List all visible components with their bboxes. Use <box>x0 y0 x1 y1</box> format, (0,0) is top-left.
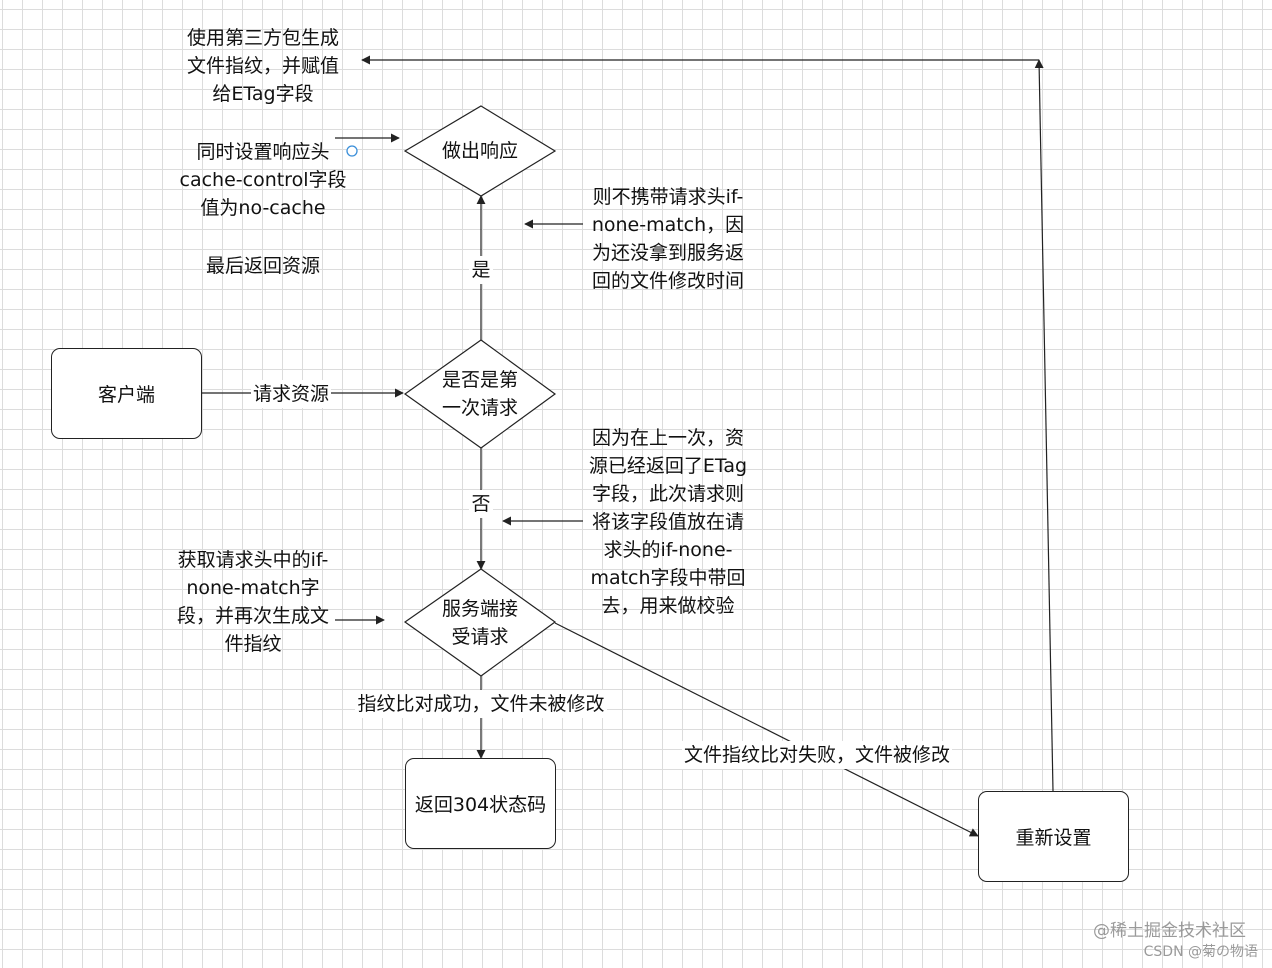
note-no-if-none-match: 则不携带请求头if- none-match，因 为还没拿到服务返 回的文件修改时… <box>591 186 745 292</box>
note-return-resource: 最后返回资源 <box>205 255 320 277</box>
decision-server-receive-label: 服务端接 受请求 <box>441 598 518 648</box>
edge-reset-up[interactable] <box>1034 59 1054 792</box>
note-server-fingerprint: 获取请求头中的if- none-match字 段，并再次生成文 件指纹 <box>176 549 329 655</box>
client-node[interactable]: 客户端 <box>51 348 202 439</box>
edge-label-no: 否 <box>461 490 501 518</box>
watermark-csdn: CSDN @菊の物语 <box>1143 944 1258 960</box>
edge-label-match-success: 指纹比对成功，文件未被修改 <box>336 690 626 718</box>
reset-node-label: 重新设置 <box>1015 827 1092 849</box>
return-304-node[interactable]: 返回304状态码 <box>405 758 556 849</box>
return-304-node-label: 返回304状态码 <box>414 794 547 816</box>
decision-first-request-shape[interactable] <box>403 339 557 449</box>
edge-label-match-fail: 文件指纹比对失败，文件被修改 <box>672 741 962 769</box>
decision-respond-label: 做出响应 <box>441 140 518 162</box>
connection-handle-icon <box>346 145 358 157</box>
edge-server-to-reset[interactable] <box>554 622 979 837</box>
note-etag-returned: 因为在上一次，资 源已经返回了ETag 字段，此次请求则 将该字段值放在请 求头… <box>588 427 748 617</box>
decision-server-receive-shape[interactable] <box>403 568 557 677</box>
edge-label-request-resource: 请求资源 <box>241 380 341 408</box>
watermark-juejin: @稀土掘金技术社区 <box>1093 921 1246 941</box>
note-generate-etag: 使用第三方包生成 文件指纹，并赋值 给ETag字段 <box>186 27 339 105</box>
decision-first-request-label: 是否是第 一次请求 <box>441 369 518 419</box>
decision-respond-shape[interactable] <box>403 105 557 197</box>
edge-label-yes: 是 <box>461 256 501 284</box>
note-cache-control: 同时设置响应头 cache-control字段 值为no-cache <box>179 141 347 219</box>
client-node-label: 客户端 <box>97 384 155 406</box>
reset-node[interactable]: 重新设置 <box>978 791 1129 882</box>
